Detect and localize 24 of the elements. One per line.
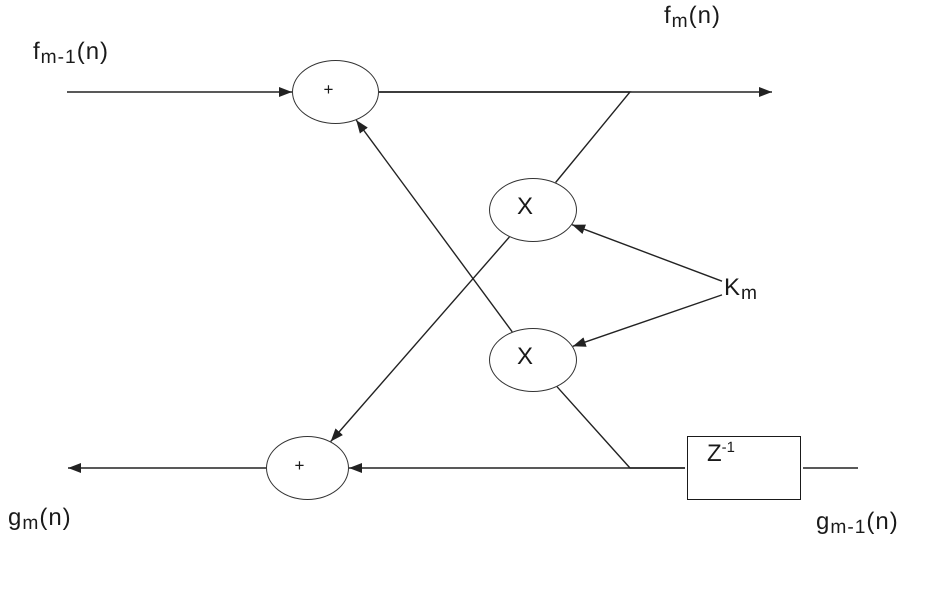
adder-circle bbox=[266, 436, 349, 500]
signal-arrow bbox=[68, 463, 266, 473]
leader-arrow bbox=[572, 294, 722, 347]
signal-label: g$_{m}$(n) bbox=[8, 504, 72, 533]
signal-arrow bbox=[356, 120, 513, 332]
operator-label: + bbox=[294, 456, 304, 474]
signal-label: f$_{m-1}$(n) bbox=[33, 38, 110, 67]
signal-label: g$_{m-1}$(n) bbox=[816, 508, 899, 537]
signal-line bbox=[379, 91, 632, 183]
multiplier-circle bbox=[489, 328, 577, 392]
leader-arrow bbox=[572, 224, 722, 282]
adder-circle bbox=[292, 60, 379, 124]
signal-line bbox=[556, 386, 685, 469]
delay-box bbox=[687, 436, 801, 500]
operator-label: X bbox=[516, 345, 533, 369]
operator-label: + bbox=[324, 80, 334, 98]
signal-arrow bbox=[330, 236, 510, 442]
signal-arrow bbox=[67, 87, 292, 97]
coefficient-label: K$_{m}$ bbox=[724, 274, 758, 303]
signal-label: f$_{m}$(n) bbox=[664, 2, 721, 31]
delay-label: Z$^{-1}$ bbox=[707, 442, 735, 466]
multiplier-circle bbox=[489, 178, 577, 242]
operator-label: X bbox=[516, 195, 533, 219]
signal-line bbox=[803, 467, 858, 469]
